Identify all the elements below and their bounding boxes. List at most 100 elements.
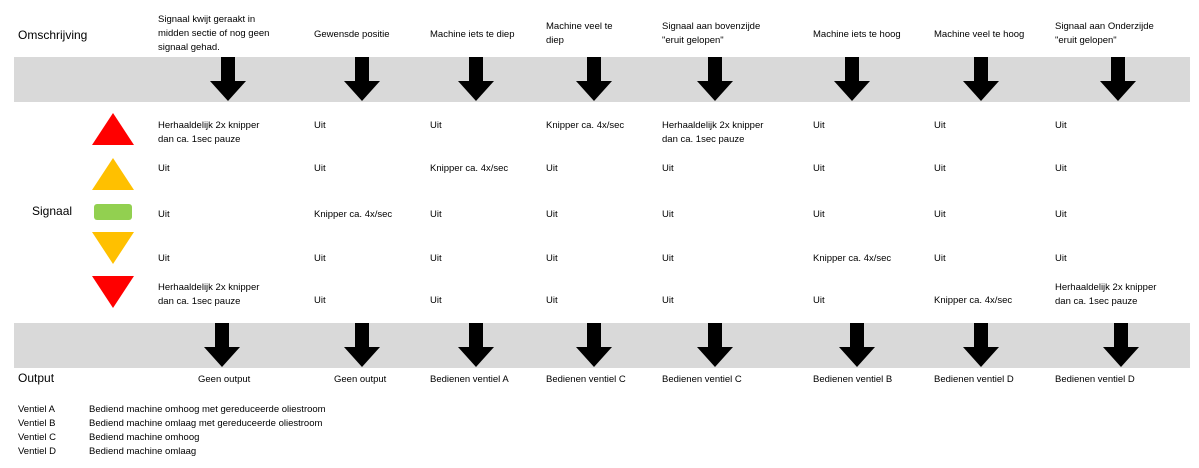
column-header: Signaal aan bovenzijde"eruit gelopen" <box>662 20 760 48</box>
green-bar-icon <box>94 204 132 220</box>
signal-cell: Uit <box>430 119 442 133</box>
signal-cell: Uit <box>934 208 946 222</box>
down-arrow-icon <box>458 57 494 101</box>
signal-cell-line: Uit <box>158 163 170 174</box>
red-up-triangle-icon <box>92 113 134 145</box>
signal-cell-line: Knipper ca. 4x/sec <box>430 163 509 174</box>
signal-cell-line: Uit <box>430 253 442 264</box>
down-arrow-icon <box>458 323 494 367</box>
signal-cell-line: Uit <box>314 295 326 306</box>
signal-cell: Uit <box>662 252 674 266</box>
signal-cell: Uit <box>813 162 825 176</box>
legend-key: Ventiel D <box>18 446 57 457</box>
down-arrow-icon <box>344 323 380 367</box>
signal-cell: Knipper ca. 4x/sec <box>314 208 392 222</box>
signal-cell-line: Uit <box>314 120 326 131</box>
signal-cell-line: Uit <box>430 295 442 306</box>
column-header-line: signaal gehad. <box>158 42 220 53</box>
signal-cell: Uit <box>934 162 946 176</box>
row-label-output: Output <box>18 371 55 385</box>
signal-cell-line: Uit <box>546 253 558 264</box>
down-arrow-icon <box>576 323 612 367</box>
column-header: Machine veel te diep <box>546 20 613 48</box>
signal-cell-line: Uit <box>662 295 674 306</box>
column-header-line: Machine veel te <box>546 21 613 32</box>
signal-cell-line: Uit <box>934 120 946 131</box>
signal-cell-line: Uit <box>662 163 674 174</box>
down-arrow-icon <box>834 57 870 101</box>
signal-cell: Uit <box>813 208 825 222</box>
signal-cell-line: Uit <box>314 163 326 174</box>
signal-cell: Knipper ca. 4x/sec <box>430 162 508 176</box>
legend-description: Bediend machine omlaag met gereduceerde … <box>89 418 323 429</box>
column-header-line: Signaal aan bovenzijde <box>662 21 761 32</box>
signal-cell-line: Uit <box>430 209 442 220</box>
down-arrow-icon <box>839 323 875 367</box>
down-arrow-icon <box>204 323 240 367</box>
signal-cell-line: dan ca. 1sec pauze <box>158 134 241 145</box>
down-arrow-icon <box>576 57 612 101</box>
signal-cell: Uit <box>158 208 170 222</box>
signal-cell-line: Herhaaldelijk 2x knipper <box>158 282 260 293</box>
column-header: Machine iets te diep <box>430 28 515 42</box>
signal-cell: Herhaaldelijk 2x knipper dan ca. 1sec pau… <box>158 119 259 147</box>
column-header: Machine iets te hoog <box>813 28 901 42</box>
red-down-triangle-icon <box>92 276 134 308</box>
signal-cell: Uit <box>662 162 674 176</box>
down-arrow-icon <box>344 57 380 101</box>
signal-cell-line: Herhaaldelijk 2x knipper <box>158 120 260 131</box>
signal-cell: Uit <box>430 294 442 308</box>
legend-description: Bediend machine omhoog <box>89 432 200 443</box>
signal-cell: Uit <box>314 119 326 133</box>
signal-cell: Uit <box>1055 252 1067 266</box>
row-label-signaal: Signaal <box>32 204 73 218</box>
column-header-line: "eruit gelopen" <box>1055 35 1117 46</box>
signal-cell-line: Uit <box>813 163 825 174</box>
signal-cell-line: Uit <box>813 209 825 220</box>
down-arrow-icon <box>697 323 733 367</box>
signal-cell-line: Uit <box>934 253 946 264</box>
signal-cell-line: Uit <box>158 253 170 264</box>
top-arrow-band <box>14 57 1190 102</box>
output-label: Bedienen ventiel C <box>546 374 626 385</box>
signal-cell: Uit <box>546 252 558 266</box>
signal-cell: Knipper ca. 4x/sec <box>934 294 1012 308</box>
signal-cell: Uit <box>813 119 825 133</box>
legend-key: Ventiel B <box>18 418 56 429</box>
signal-cell-line: Knipper ca. 4x/sec <box>314 209 393 220</box>
signal-cell-line: Uit <box>546 209 558 220</box>
column-header-line: Gewensde positie <box>314 29 390 40</box>
signal-cell-line: Uit <box>1055 120 1067 131</box>
signal-cell: Uit <box>1055 119 1067 133</box>
output-label: Bedienen ventiel B <box>813 374 893 385</box>
signal-cell: Uit <box>934 119 946 133</box>
column-header-line: Signaal kwijt geraakt in <box>158 14 256 25</box>
signal-cell-line: Uit <box>813 295 825 306</box>
signal-cell-line: Uit <box>1055 163 1067 174</box>
signal-cell: Uit <box>813 294 825 308</box>
signal-cell-line: Uit <box>662 209 674 220</box>
signal-cell-line: Uit <box>934 163 946 174</box>
legend-description: Bediend machine omhoog met gereduceerde … <box>89 404 326 415</box>
signal-cell-line: Uit <box>430 120 442 131</box>
signal-cell: Uit <box>546 162 558 176</box>
signal-cell-line: Herhaaldelijk 2x knipper <box>662 120 764 131</box>
signal-cell: Uit <box>546 208 558 222</box>
amber-up-triangle-icon <box>92 158 134 190</box>
bottom-arrow-band <box>14 323 1190 368</box>
output-label: Bedienen ventiel D <box>934 374 1014 385</box>
signal-cell: Uit <box>1055 162 1067 176</box>
down-arrow-icon <box>1103 323 1139 367</box>
output-label: Geen output <box>198 374 251 385</box>
signal-cell: Uit <box>430 208 442 222</box>
signal-cell-line: Uit <box>158 209 170 220</box>
column-header-line: Machine iets te hoog <box>813 29 901 40</box>
column-header-line: diep <box>546 35 564 46</box>
signal-cell: Uit <box>314 252 326 266</box>
signal-cell-line: Uit <box>662 253 674 264</box>
signal-cell: Uit <box>934 252 946 266</box>
column-header-line: Signaal aan Onderzijde <box>1055 21 1154 32</box>
